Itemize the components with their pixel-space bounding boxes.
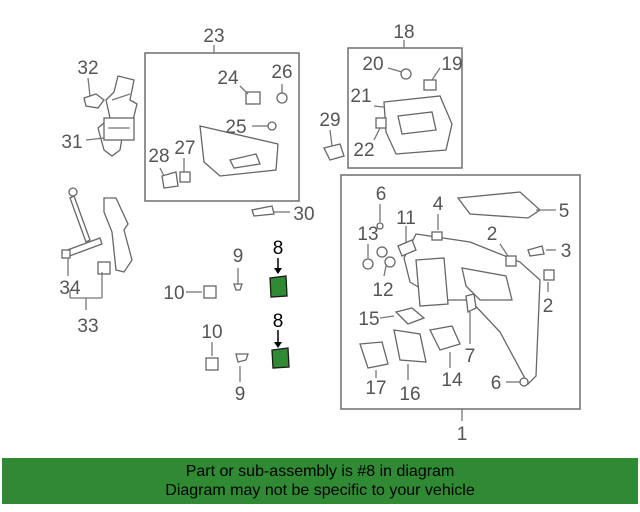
part-info-banner: Part or sub-assembly is #8 in diagram Di… [2, 458, 638, 504]
callout-17: 17 [365, 378, 386, 399]
callout-24: 24 [217, 68, 239, 89]
part-2-clip-upper[interactable] [499, 243, 517, 267]
part-26-push-pin[interactable] [276, 84, 288, 104]
callout-9-lower: 9 [235, 384, 246, 405]
part-10-plug-lower[interactable] [205, 342, 219, 371]
callout-6-upper: 6 [376, 184, 387, 205]
callout-29: 29 [319, 110, 340, 131]
callout-2-upper: 2 [487, 224, 498, 245]
part-16-panel[interactable] [393, 329, 427, 380]
callout-30: 30 [293, 204, 314, 225]
group-box-18 [347, 47, 463, 169]
callout-19: 19 [441, 54, 462, 75]
callout-13: 13 [357, 224, 378, 245]
callout-25: 25 [225, 117, 246, 138]
part-17-lamp[interactable] [359, 341, 389, 378]
callout-33: 33 [77, 316, 98, 337]
callout-6-lower: 6 [491, 373, 502, 394]
callout-8-lower: 8 [273, 311, 284, 332]
part-5-panel[interactable] [456, 191, 556, 219]
part-33-strap[interactable] [97, 197, 133, 275]
callout-11: 11 [396, 208, 416, 229]
part-11-bushing[interactable] [397, 226, 417, 257]
callout-26: 26 [271, 62, 292, 83]
callout-22: 22 [353, 140, 374, 161]
banner-line-part: Part or sub-assembly is #8 in diagram [185, 463, 455, 480]
callout-32: 32 [77, 58, 98, 79]
group-box-23 [144, 52, 300, 202]
callout-1: 1 [457, 424, 468, 445]
callout-9-upper: 9 [233, 246, 244, 267]
callout-15: 15 [358, 309, 379, 330]
part-12-retainers[interactable] [376, 246, 396, 277]
part-23-trim-panel[interactable] [199, 125, 279, 177]
part-7-hook[interactable] [465, 293, 477, 344]
callout-23: 23 [203, 26, 224, 47]
callout-20: 20 [362, 54, 383, 75]
part-15-bezel[interactable] [379, 307, 426, 325]
banner-line-disclaimer: Diagram may not be specific to your vehi… [165, 482, 475, 499]
part-34-rod[interactable] [61, 187, 103, 259]
callout-10-upper: 10 [163, 283, 184, 304]
part-29-cover[interactable] [323, 129, 345, 161]
part-25-screw[interactable] [252, 121, 277, 131]
part-9-screw-upper[interactable] [233, 268, 243, 291]
part-8-highlighted-upper[interactable] [269, 258, 288, 298]
part-1-quarter-trim[interactable] [403, 233, 541, 386]
callout-8-upper: 8 [273, 238, 284, 259]
callout-28: 28 [148, 146, 169, 167]
parts-diagram: 23 18 32 31 34 33 24 26 25 28 27 30 20 1… [59, 22, 581, 445]
group-box-1 [340, 174, 581, 410]
part-31-bracket[interactable] [97, 75, 138, 157]
callout-5: 5 [559, 201, 570, 222]
part-6-pin-lower[interactable] [506, 377, 529, 387]
part-3-clip[interactable] [527, 245, 556, 257]
part-27-clip[interactable] [179, 158, 191, 183]
callout-16: 16 [399, 384, 420, 405]
part-6-pin-upper[interactable] [376, 204, 384, 230]
callout-10-lower: 10 [201, 322, 222, 343]
callout-14: 14 [441, 370, 463, 391]
part-8-highlighted-lower[interactable] [271, 330, 290, 369]
callout-3: 3 [561, 241, 572, 262]
part-19-clip[interactable] [423, 67, 441, 91]
part-22-clip[interactable] [373, 117, 387, 141]
part-28-cap[interactable] [159, 167, 179, 189]
callout-21: 21 [350, 86, 371, 107]
callout-2-lower: 2 [543, 296, 554, 317]
part-13-grommet[interactable] [362, 244, 374, 270]
part-18-trim-panel[interactable] [383, 95, 453, 155]
part-4-clip[interactable] [431, 214, 443, 241]
part-32-clip[interactable] [83, 93, 105, 109]
callout-12: 12 [372, 280, 393, 301]
part-10-plug-upper[interactable] [186, 285, 217, 299]
callout-27: 27 [174, 138, 195, 159]
callout-7: 7 [465, 346, 476, 367]
part-2-clip-lower[interactable] [543, 269, 555, 292]
part-20-bolt[interactable] [387, 67, 412, 80]
part-14-cover[interactable] [429, 325, 461, 368]
part-9-screw-lower[interactable] [235, 353, 249, 382]
part-30-handle[interactable] [251, 205, 290, 217]
callout-31: 31 [61, 132, 82, 153]
part-24-clip[interactable] [239, 85, 261, 105]
callout-18: 18 [393, 22, 414, 43]
callout-34: 34 [59, 278, 81, 299]
callout-4: 4 [433, 194, 444, 215]
